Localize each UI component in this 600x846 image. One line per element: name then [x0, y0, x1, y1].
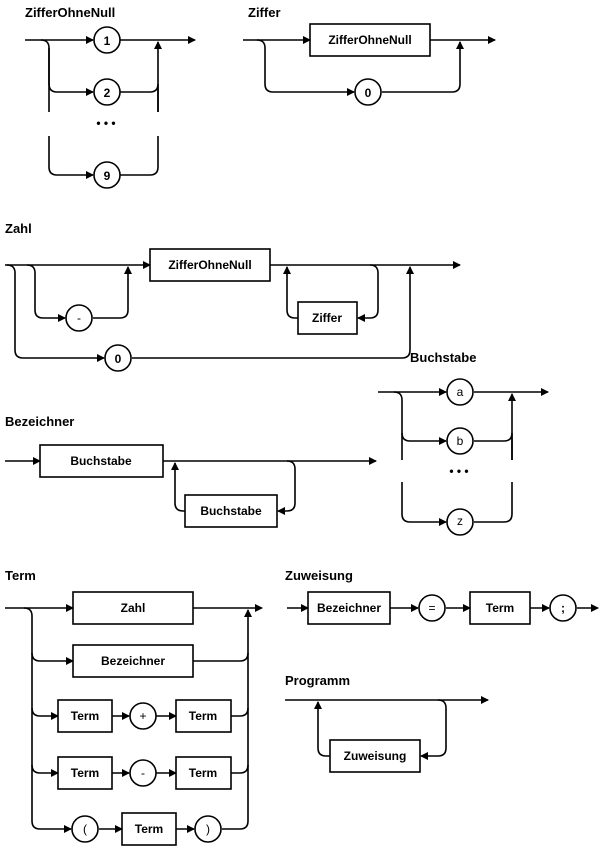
terminal-0	[104, 344, 132, 372]
nonterminal-label: Ziffer	[312, 311, 342, 325]
terminal-minus	[65, 304, 93, 332]
nonterminal-label: Bezeichner	[101, 654, 165, 668]
nonterminal-ziffer	[297, 301, 358, 335]
terminal-a	[446, 378, 474, 406]
terminal-semicolon	[549, 594, 577, 622]
nonterminal-label: ZifferOhneNull	[328, 33, 411, 47]
terminal-plus	[129, 702, 157, 730]
terminal-label: 0	[365, 86, 372, 100]
diagram-bezeichner: Bezeichner Buchstabe Buchstabe	[5, 414, 377, 528]
diagram-title: Zahl	[5, 221, 32, 236]
nonterminal-bezeichner	[307, 591, 391, 625]
nonterminal-term	[121, 812, 177, 846]
diagram-programm: Programm Zuweisung	[285, 673, 489, 773]
nonterminal-term	[175, 699, 232, 733]
diagram-zahl: Zahl ZifferOhneNull - Ziffer 0	[5, 221, 461, 372]
terminal-rparen	[194, 815, 222, 843]
terminal-label: )	[206, 822, 210, 836]
terminal-lparen	[71, 815, 99, 843]
nonterminal-label: Buchstabe	[70, 454, 132, 468]
diagram-title: Zuweisung	[285, 568, 353, 583]
nonterminal-label: ZifferOhneNull	[168, 258, 251, 272]
diagram-ziffer-ohne-null: ZifferOhneNull 1 2 • • • 9	[25, 5, 196, 189]
nonterminal-label: Term	[71, 766, 99, 780]
nonterminal-label: Zuweisung	[344, 749, 407, 763]
terminal-9	[93, 161, 121, 189]
nonterminal-label: Zahl	[121, 601, 146, 615]
terminal-label: +	[139, 709, 146, 723]
terminal-1	[93, 26, 121, 54]
terminal-2	[93, 78, 121, 106]
nonterminal-term	[175, 756, 232, 790]
ellipsis: • • •	[96, 116, 115, 130]
diagram-title: Ziffer	[248, 5, 281, 20]
diagram-zuweisung: Zuweisung Bezeichner = Term ;	[285, 568, 599, 625]
nonterminal-label: Term	[71, 709, 99, 723]
terminal-label: =	[428, 601, 435, 615]
nonterminal-zahl	[72, 591, 194, 625]
nonterminal-bezeichner	[72, 644, 194, 678]
nonterminal-term	[469, 591, 531, 625]
nonterminal-label: Term	[189, 766, 217, 780]
nonterminal-label: Bezeichner	[317, 601, 381, 615]
nonterminal-buchstabe	[39, 444, 164, 478]
nonterminal-ziffer-ohne-null	[149, 248, 271, 282]
diagram-title: Buchstabe	[410, 350, 476, 365]
diagram-title: Programm	[285, 673, 350, 688]
nonterminal-ziffer-ohne-null	[309, 23, 431, 57]
terminal-label: -	[77, 311, 81, 325]
terminal-label: 0	[115, 352, 122, 366]
terminal-label: z	[457, 514, 463, 528]
diagram-term: Term Zahl Bezeichner Term + Term Term - …	[5, 568, 263, 846]
terminal-minus	[129, 759, 157, 787]
terminal-label: (	[83, 822, 87, 836]
nonterminal-zuweisung	[329, 739, 421, 773]
terminal-z	[446, 508, 474, 536]
diagram-buchstabe: Buchstabe a b • • • z	[378, 350, 549, 536]
diagram-title: Bezeichner	[5, 414, 74, 429]
terminal-label: 9	[104, 169, 111, 183]
diagram-ziffer: Ziffer ZifferOhneNull 0	[243, 5, 496, 106]
terminal-label: b	[457, 434, 464, 448]
terminal-label: -	[141, 766, 145, 780]
nonterminal-term	[57, 756, 113, 790]
diagram-title: ZifferOhneNull	[25, 5, 115, 20]
terminal-label: 1	[104, 34, 111, 48]
nonterminal-label: Term	[135, 822, 163, 836]
nonterminal-label: Buchstabe	[200, 504, 262, 518]
ellipsis: • • •	[449, 464, 468, 478]
terminal-label: a	[457, 385, 464, 399]
diagram-title: Term	[5, 568, 36, 583]
terminal-0	[354, 78, 382, 106]
terminal-label: 2	[104, 86, 111, 100]
nonterminal-label: Term	[189, 709, 217, 723]
terminal-b	[446, 427, 474, 455]
nonterminal-label: Term	[486, 601, 514, 615]
terminal-label: ;	[561, 601, 565, 615]
nonterminal-term	[57, 699, 113, 733]
terminal-equals	[418, 594, 446, 622]
nonterminal-buchstabe-repeat	[184, 494, 278, 528]
